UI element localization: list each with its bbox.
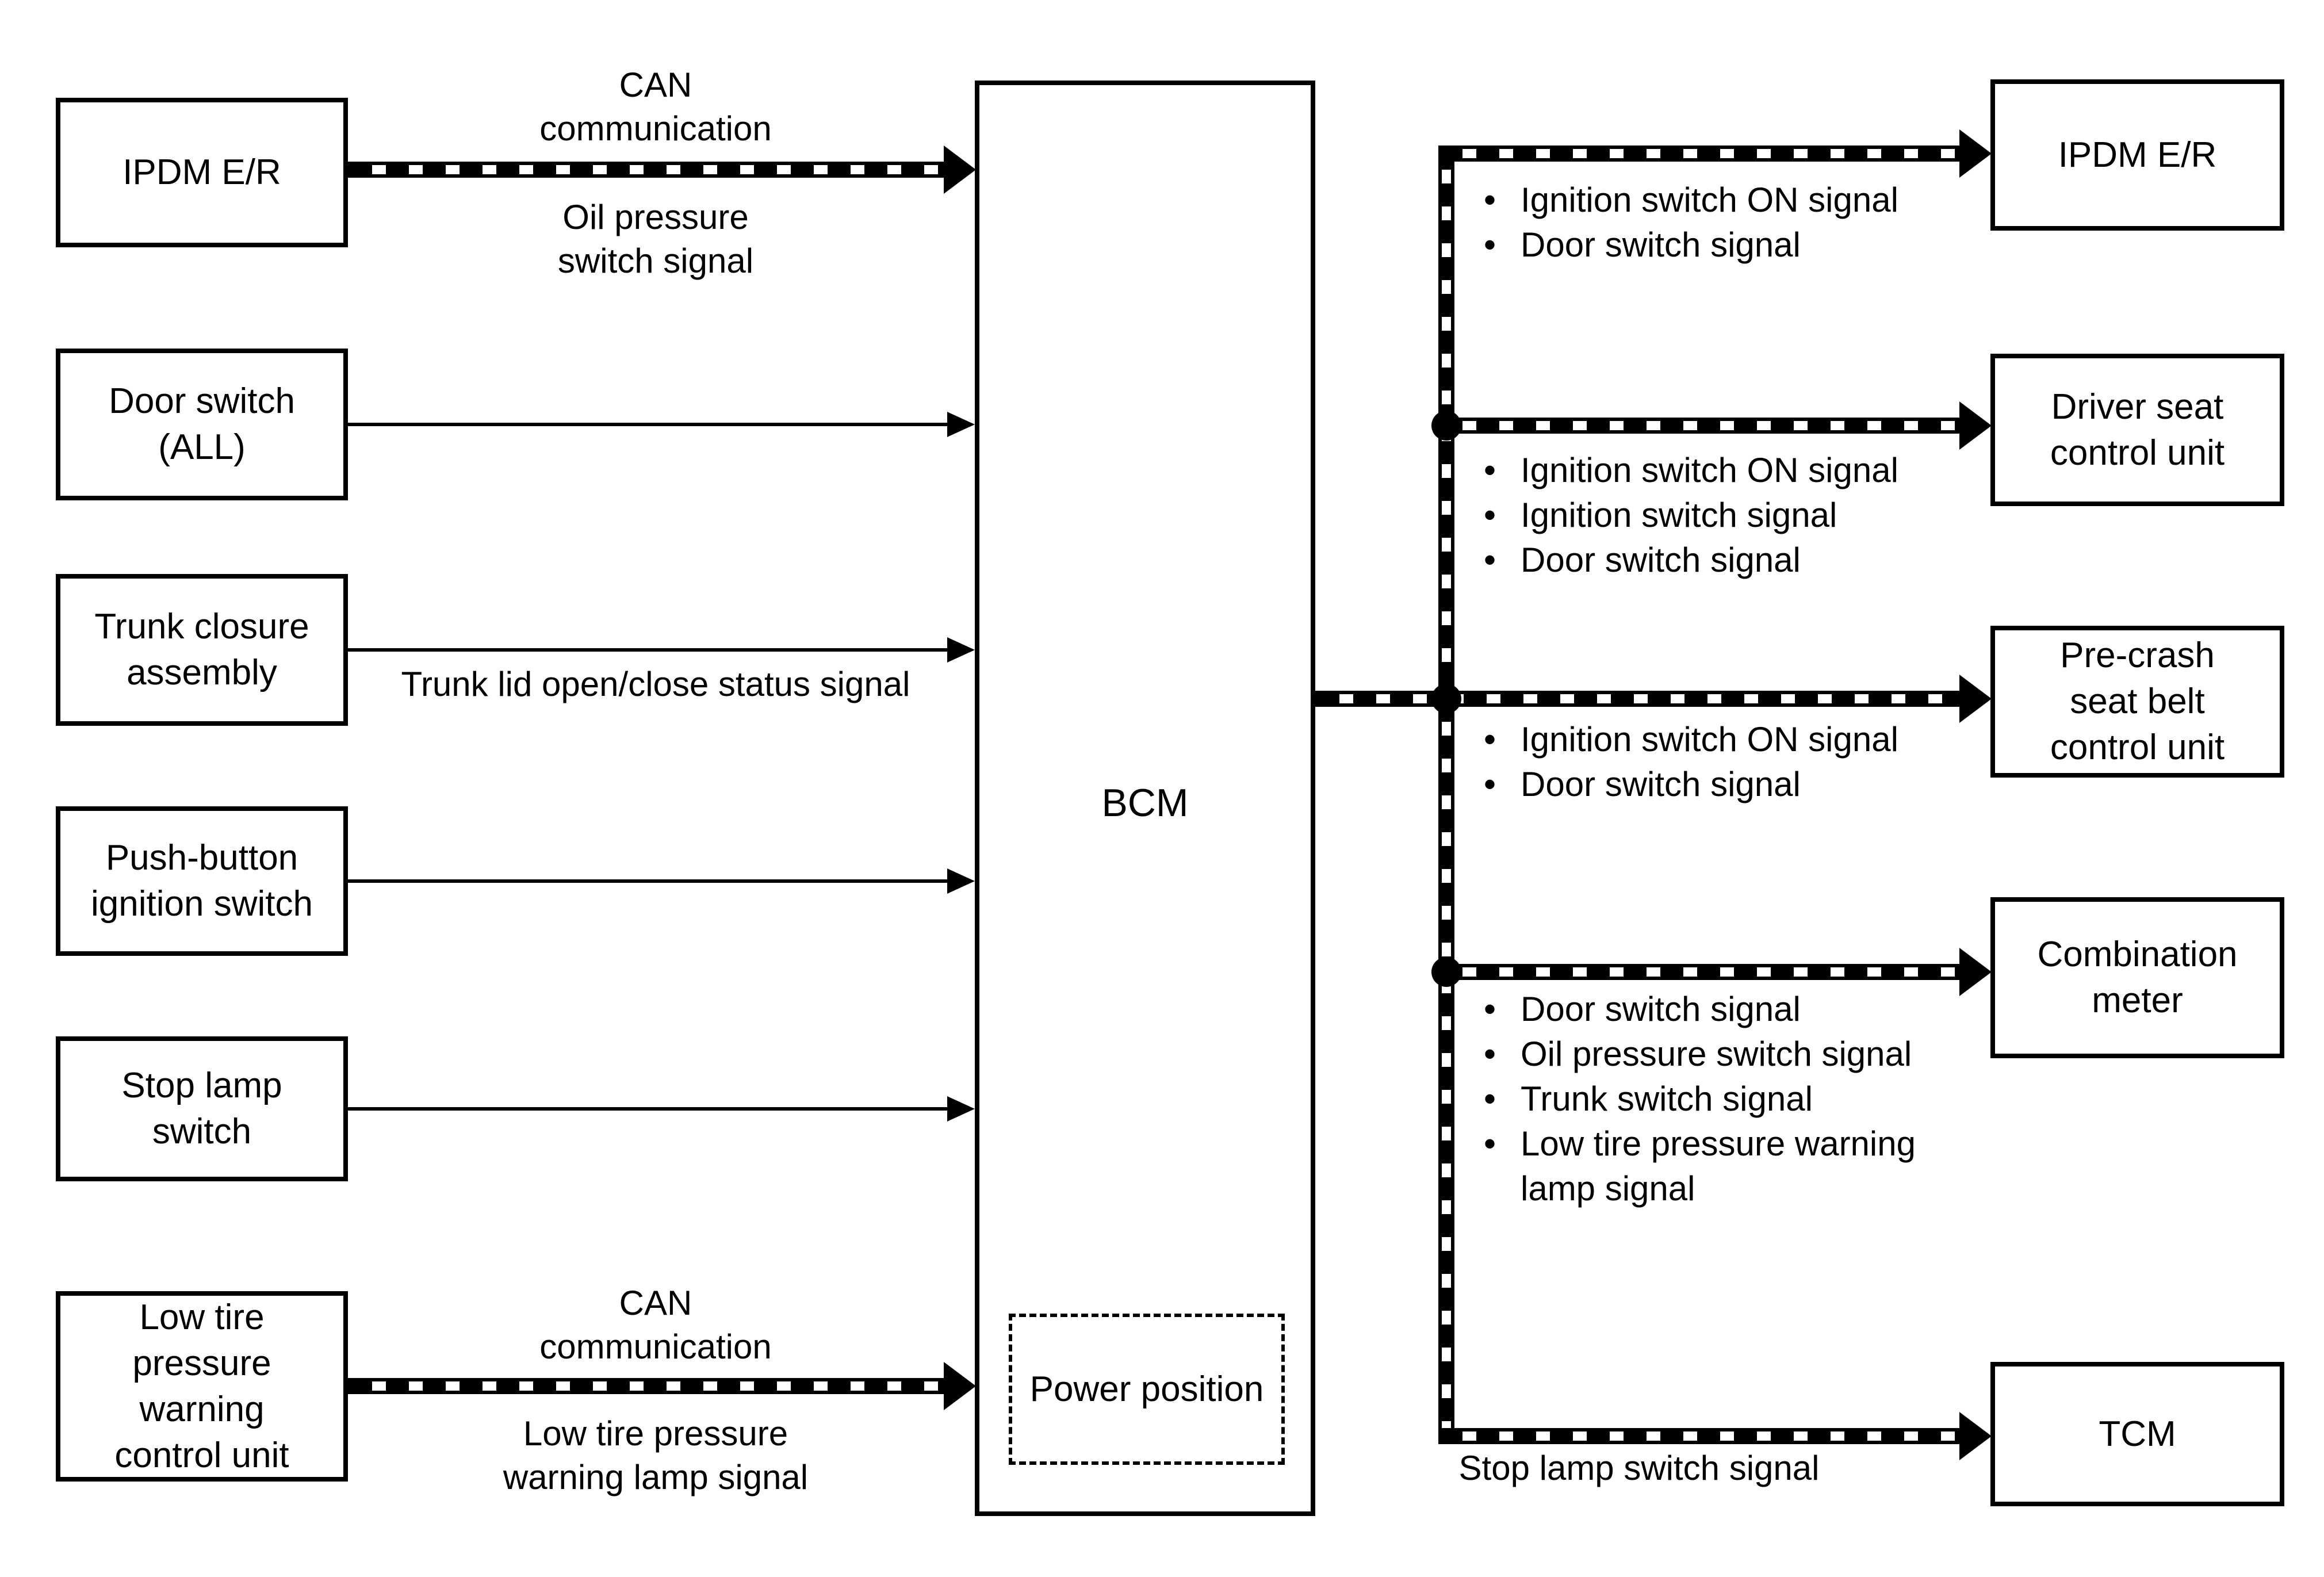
signal-item: • Trunk switch signal [1484,1077,2001,1121]
bcm-label: BCM [1101,781,1189,825]
arrowhead-to-pre-crash [1959,675,1992,723]
left-unit-label: Low tire pressure warning control unit [114,1297,289,1475]
can-trunk-vertical [1438,146,1454,1444]
arrowhead-to-tcm [1959,1412,1992,1460]
bullet-icon: • [1484,1080,1496,1118]
left-unit-box-stop-lamp-switch: Stop lamp switch [56,1036,348,1181]
line-door-switch-to-bcm [348,423,949,426]
bullet-icon: • [1484,1035,1496,1073]
signal-item: • Ignition switch ON signal [1484,178,2001,223]
signal-text: Door switch signal [1521,541,1801,579]
bullet-icon: • [1484,541,1496,579]
signal-text: Trunk switch signal [1521,1080,1813,1118]
signal-text: Ignition switch ON signal [1521,181,1898,219]
signal-text: Ignition switch ON signal [1521,720,1898,759]
left-unit-box-low-tire-pressure: Low tire pressure warning control unit [56,1291,348,1482]
left-unit-label: Stop lamp switch [121,1066,282,1151]
right-unit-label: Driver seat control unit [2050,386,2225,473]
right-unit-box-ipdm-er: IPDM E/R [1990,79,2284,231]
note-stop-lamp-switch-signal: Stop lamp switch signal [1458,1449,1820,1487]
signal-list-pre-crash: • Ignition switch ON signal • Door switc… [1484,717,2001,807]
note-can-communication-bottom: CAN communication [539,1284,772,1366]
can-line-bcm-main-output [1315,691,1961,707]
bullet-icon: • [1484,225,1496,264]
signal-text: Door switch signal [1521,765,1801,803]
arrowhead-trunk-closure-to-bcm [947,637,975,663]
signal-item: • Ignition switch ON signal [1484,448,2001,493]
arrowhead-stop-lamp-to-bcm [947,1096,975,1121]
note-oil-pressure-switch-signal: Oil pressure switch signal [557,198,754,280]
signal-item: • Door switch signal [1484,538,2001,583]
signal-text: Door switch signal [1521,225,1801,264]
signal-text: Low tire pressure warning lamp signal [1521,1124,1916,1208]
signal-text: Ignition switch signal [1521,496,1837,534]
arrowhead-door-switch-to-bcm [947,412,975,437]
arrowhead-ipdm-to-bcm [944,146,976,194]
bcm-box [975,81,1315,1516]
arrowhead-low-tire-to-bcm [944,1362,976,1410]
line-push-button-to-bcm [348,879,949,883]
bullet-icon: • [1484,181,1496,219]
signal-item: • Ignition switch ON signal [1484,717,2001,762]
junction-dot-main [1431,684,1461,714]
can-branch-to-driver-seat [1438,418,1961,434]
right-unit-box-tcm: TCM [1990,1362,2284,1506]
signal-list-ipdm-er: • Ignition switch ON signal • Door switc… [1484,178,2001,267]
bullet-icon: • [1484,990,1496,1028]
right-unit-label: TCM [2099,1414,2176,1454]
signal-text: Door switch signal [1521,990,1801,1028]
left-unit-label: Door switch (ALL) [109,381,295,467]
bullet-icon: • [1484,720,1496,759]
bullet-icon: • [1484,496,1496,534]
left-unit-label: Push-button ignition switch [91,838,313,924]
signal-text: Ignition switch ON signal [1521,451,1898,489]
bullet-icon: • [1484,1124,1496,1163]
can-branch-to-combination-meter [1438,964,1961,980]
power-position-box: Power position [1009,1314,1285,1465]
right-unit-label: Combination meter [2037,935,2238,1020]
bullet-icon: • [1484,451,1496,489]
signal-text: Oil pressure switch signal [1521,1035,1912,1073]
junction-dot-combination-meter [1431,957,1461,987]
left-unit-box-push-button-ignition: Push-button ignition switch [56,806,348,956]
signal-item: • Door switch signal [1484,762,2001,807]
note-can-communication-top: CAN communication [539,66,772,148]
signal-item: • Low tire pressure warning lamp signal [1484,1121,2001,1211]
right-unit-box-driver-seat: Driver seat control unit [1990,354,2284,506]
arrowhead-to-ipdm-er [1959,129,1992,178]
signal-item: • Door switch signal [1484,987,2001,1032]
line-stop-lamp-to-bcm [348,1107,949,1111]
right-unit-box-combination-meter: Combination meter [1990,897,2284,1058]
signal-list-driver-seat: • Ignition switch ON signal • Ignition s… [1484,448,2001,583]
can-branch-to-ipdm-er [1438,146,1961,162]
arrowhead-to-driver-seat [1959,401,1992,450]
signal-item: • Ignition switch signal [1484,493,2001,538]
left-unit-label: IPDM E/R [122,152,281,192]
junction-dot-driver-seat [1431,411,1461,441]
note-low-tire-warning-lamp-signal: Low tire pressure warning lamp signal [503,1414,809,1496]
bullet-icon: • [1484,765,1496,803]
arrowhead-push-button-to-bcm [947,868,975,894]
left-unit-label: Trunk closure assembly [94,607,309,692]
line-trunk-closure-to-bcm [348,648,949,652]
signal-list-combination-meter: • Door switch signal • Oil pressure swit… [1484,987,2001,1211]
right-unit-box-pre-crash: Pre-crash seat belt control unit [1990,626,2284,778]
can-branch-to-tcm [1438,1428,1961,1444]
can-line-low-tire-to-bcm [348,1378,946,1394]
right-unit-label: IPDM E/R [2058,135,2217,175]
left-unit-box-door-switch: Door switch (ALL) [56,349,348,500]
can-line-ipdm-to-bcm [348,162,946,178]
note-trunk-lid-status-signal: Trunk lid open/close status signal [401,665,910,703]
signal-item: • Oil pressure switch signal [1484,1032,2001,1077]
arrowhead-to-combination-meter [1959,948,1992,996]
left-unit-box-trunk-closure: Trunk closure assembly [56,574,348,726]
left-unit-box-ipdm-er: IPDM E/R [56,98,348,247]
power-position-label: Power position [1029,1369,1264,1409]
right-unit-label: Pre-crash seat belt control unit [2050,636,2225,767]
signal-item: • Door switch signal [1484,223,2001,267]
